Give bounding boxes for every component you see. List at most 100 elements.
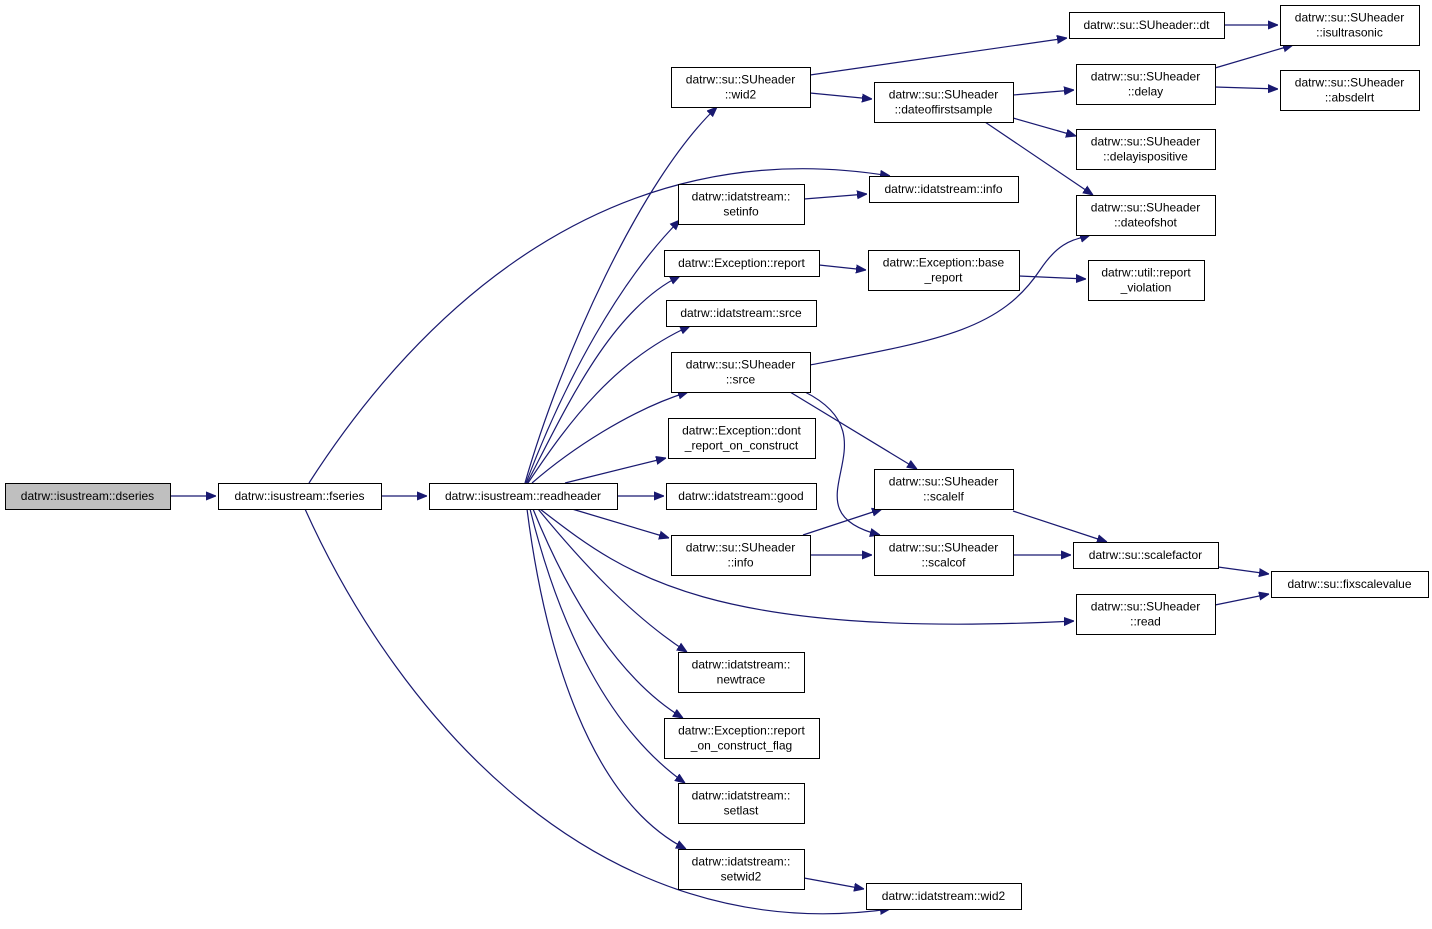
edge-report-to-base [818,265,866,270]
node-label-line: datrw::isustream::fseries [234,489,364,503]
edge-fseries-to-idwid2 [304,508,890,914]
edge-setinfo-to-idinfo [803,194,867,200]
nodes-layer: datrw::isustream::dseries datrw::isustrea… [5,5,1429,910]
edge-susrce-to-scalcof [804,391,880,535]
node-box [1069,12,1225,39]
node-good[interactable]: datrw::idatstream::good [666,483,817,510]
node-box [666,300,817,327]
edge-scalelf-to-scalefactor [1012,510,1107,542]
node-label-line: datrw::su::SUheader [686,73,795,87]
node-label-line: ::scalelf [923,490,964,504]
edge-suread-to-fixscale [1214,594,1269,606]
node-susrce[interactable]: datrw::su::SUheader::srce [671,352,811,393]
node-wid2[interactable]: datrw::su::SUheader::wid2 [671,67,811,108]
node-readheader[interactable]: datrw::isustream::readheader [429,483,618,510]
node-label-line: datrw::isustream::readheader [445,489,601,503]
edge-delay-to-absdelrt [1214,87,1278,89]
node-suread[interactable]: datrw::su::SUheader::read [1076,594,1216,635]
node-fseries[interactable]: datrw::isustream::fseries [218,483,382,510]
node-label-line: ::dateoffirstsample [895,103,993,117]
node-dt[interactable]: datrw::su::SUheader::dt [1069,12,1225,39]
node-label-line: ::isultrasonic [1316,26,1383,40]
node-setwid2[interactable]: datrw::idatstream::setwid2 [678,849,805,890]
node-box [1076,195,1216,236]
node-box [1076,594,1216,635]
node-fixscale[interactable]: datrw::su::fixscalevalue [1271,571,1429,598]
node-box [1271,571,1429,598]
edge-readheader-to-setlast [529,508,685,783]
edge-wid2-to-dfs [809,92,872,99]
node-label-line: _on_construct_flag [690,739,792,753]
node-box [1088,260,1205,301]
node-box [869,176,1019,203]
node-scalelf[interactable]: datrw::su::SUheader::scalelf [874,469,1014,510]
node-newtrace[interactable]: datrw::idatstream::newtrace [678,652,805,693]
node-base[interactable]: datrw::Exception::base_report [868,250,1020,291]
node-box [218,483,382,510]
edge-dfs-to-delay [1012,90,1074,96]
node-setinfo[interactable]: datrw::idatstream::setinfo [678,184,805,225]
node-box [429,483,618,510]
edge-readheader-to-suread [539,508,1074,624]
node-delay[interactable]: datrw::su::SUheader::delay [1076,64,1216,105]
node-label-line: datrw::idatstream::wid2 [882,889,1006,903]
node-label-line: datrw::su::SUheader [1091,135,1200,149]
node-label-line: _report_on_construct [684,439,799,453]
edges-layer [171,25,1293,914]
node-label-line: ::absdelrt [1325,91,1375,105]
node-box [671,352,811,393]
node-dfs[interactable]: datrw::su::SUheader::dateoffirstsample [874,82,1014,123]
node-label-line: datrw::idatstream:: [692,855,791,869]
node-box [671,535,811,576]
node-box [664,250,820,277]
node-setlast[interactable]: datrw::idatstream::setlast [678,783,805,824]
node-label-line: _violation [1120,281,1172,295]
node-report[interactable]: datrw::Exception::report [664,250,820,277]
edge-readheader-to-report [526,276,680,484]
edge-suinfo-to-scalelf [802,509,882,536]
node-dont[interactable]: datrw::Exception::dont_report_on_constru… [668,418,816,459]
node-label-line: ::info [727,556,753,570]
node-label-line: datrw::idatstream::srce [680,306,802,320]
node-label-line: datrw::su::SUheader [686,541,795,555]
node-delaypos[interactable]: datrw::su::SUheader::delayispositive [1076,129,1216,170]
node-label-line: datrw::su::SUheader [1091,600,1200,614]
node-box [874,82,1014,123]
node-label-line: datrw::idatstream::info [884,182,1002,196]
edge-readheader-to-dont [564,458,666,484]
node-box [664,718,820,759]
node-label-line: setwid2 [721,870,762,884]
edge-fseries-to-idinfo [308,168,890,484]
node-box [678,849,805,890]
node-roflag[interactable]: datrw::Exception::report_on_construct_fl… [664,718,820,759]
node-dseries[interactable]: datrw::isustream::dseries [5,483,171,510]
node-idinfo[interactable]: datrw::idatstream::info [869,176,1019,203]
node-isultra[interactable]: datrw::su::SUheader::isultrasonic [1280,5,1420,46]
node-box [668,418,816,459]
node-box [678,783,805,824]
node-violation[interactable]: datrw::util::report_violation [1088,260,1205,301]
node-label-line: datrw::idatstream::good [678,489,803,503]
edge-readheader-to-suinfo [571,508,669,538]
node-box [1076,64,1216,105]
edge-delay-to-isultra [1214,45,1293,69]
node-scalcof[interactable]: datrw::su::SUheader::scalcof [874,535,1014,576]
edge-wid2-to-dt [809,38,1067,76]
node-idsrce[interactable]: datrw::idatstream::srce [666,300,817,327]
node-label-line: datrw::Exception::dont [682,424,801,438]
node-scalefactor[interactable]: datrw::su::scalefactor [1073,542,1219,569]
node-label-line: ::delayispositive [1103,150,1188,164]
node-box [868,250,1020,291]
node-label-line: ::read [1130,615,1161,629]
edge-readheader-to-idsrce [527,326,690,484]
node-suinfo[interactable]: datrw::su::SUheader::info [671,535,811,576]
node-absdelrt[interactable]: datrw::su::SUheader::absdelrt [1280,70,1420,111]
node-dateofshot[interactable]: datrw::su::SUheader::dateofshot [1076,195,1216,236]
node-label-line: datrw::isustream::dseries [21,489,154,503]
node-label-line: newtrace [717,673,766,687]
edge-susrce-to-dateofshot [809,235,1090,366]
node-box [666,483,817,510]
node-label-line: datrw::su::SUheader [889,541,998,555]
node-idwid2[interactable]: datrw::idatstream::wid2 [866,883,1022,910]
node-label-line: datrw::su::SUheader::dt [1083,18,1210,32]
